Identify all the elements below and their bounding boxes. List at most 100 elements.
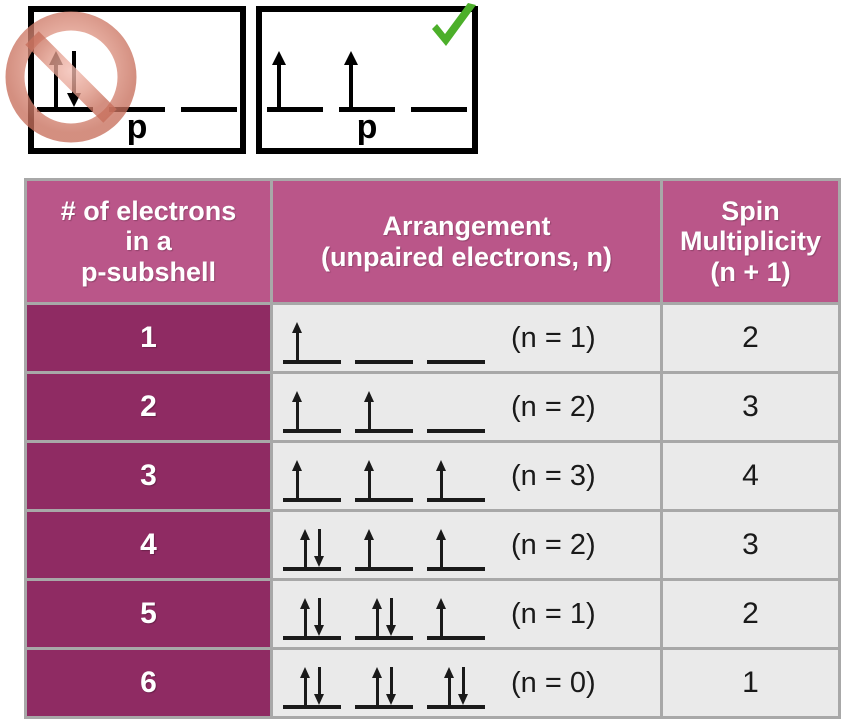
table-row: 6 (n = 0) 1 xyxy=(24,647,841,719)
orbital-diagram xyxy=(283,381,485,433)
electron-arrow-pair xyxy=(427,529,493,567)
table-header-row: # of electrons in a p-subshell Arrangeme… xyxy=(24,178,841,305)
table-row: 3(n = 3)4 xyxy=(24,440,841,512)
orbital-slot xyxy=(283,450,341,502)
electron-arrow-pair xyxy=(37,51,93,107)
orbital-slot xyxy=(427,381,485,433)
spin-up-arrow-icon xyxy=(48,51,64,107)
orbital-line xyxy=(181,107,237,112)
orbital-slot xyxy=(355,381,413,433)
orbital-slot xyxy=(355,657,413,709)
orbital-line xyxy=(411,107,467,112)
cell-spin-multiplicity: 4 xyxy=(660,440,841,512)
table-row: 1(n = 1)2 xyxy=(24,302,841,374)
spin-down-arrow-icon xyxy=(385,598,398,636)
electron-arrow-pair xyxy=(283,598,341,636)
orbital-slot xyxy=(339,34,395,112)
cell-spin-multiplicity: 2 xyxy=(660,302,841,374)
spin-up-arrow-icon xyxy=(371,598,384,636)
cell-spin-multiplicity: 3 xyxy=(660,509,841,581)
spin-up-arrow-icon xyxy=(371,667,384,705)
electron-arrow-pair xyxy=(283,460,349,498)
cell-electron-count: 4 xyxy=(24,509,273,581)
spin-up-arrow-icon xyxy=(435,529,448,567)
spin-down-arrow-icon xyxy=(385,667,398,705)
orbital-line xyxy=(355,705,413,709)
spin-multiplicity-table: # of electrons in a p-subshell Arrangeme… xyxy=(24,178,841,719)
subshell-label: p xyxy=(126,108,148,146)
orbital-line xyxy=(355,429,413,433)
orbital-slot xyxy=(283,381,341,433)
unpaired-electron-label: (n = 2) xyxy=(511,390,596,423)
orbital-slot xyxy=(427,450,485,502)
orbital-slot xyxy=(427,519,485,571)
electron-arrow-pair xyxy=(355,667,413,705)
orbital-diagram xyxy=(283,588,485,640)
spin-up-arrow-icon xyxy=(443,667,456,705)
unpaired-electron-label: (n = 0) xyxy=(511,666,596,699)
spin-up-arrow-icon xyxy=(271,51,287,107)
orbital-line xyxy=(283,567,341,571)
orbital-line xyxy=(427,567,485,571)
orbital-diagram xyxy=(283,657,485,709)
cell-spin-multiplicity: 3 xyxy=(660,371,841,443)
orbital-line xyxy=(427,498,485,502)
spin-up-arrow-icon xyxy=(291,391,304,429)
spin-up-arrow-icon xyxy=(299,529,312,567)
orbital-slot xyxy=(355,312,413,364)
electron-arrow-pair xyxy=(267,51,327,107)
cell-electron-count: 6 xyxy=(24,647,273,719)
orbital-line xyxy=(109,107,165,112)
cell-spin-multiplicity: 1 xyxy=(660,647,841,719)
orbital-diagram xyxy=(283,312,485,364)
spin-up-arrow-icon xyxy=(363,391,376,429)
header-electron-count: # of electrons in a p-subshell xyxy=(24,178,273,305)
cell-arrangement: (n = 1) xyxy=(270,302,663,374)
electron-arrow-pair xyxy=(283,322,349,360)
electron-arrow-pair xyxy=(283,667,341,705)
orbital-slot xyxy=(355,450,413,502)
spin-up-arrow-icon xyxy=(291,460,304,498)
orbital-line xyxy=(355,636,413,640)
spin-up-arrow-icon xyxy=(363,529,376,567)
orbital-line xyxy=(355,360,413,364)
orbital-line xyxy=(339,107,395,112)
table-row: 4 (n = 2) 3 xyxy=(24,509,841,581)
spin-up-arrow-icon xyxy=(435,598,448,636)
spin-up-arrow-icon xyxy=(435,460,448,498)
spin-up-arrow-icon xyxy=(299,667,312,705)
cell-spin-multiplicity: 2 xyxy=(660,578,841,650)
spin-down-arrow-icon xyxy=(313,598,326,636)
orbital-slot xyxy=(283,588,341,640)
header-line: (n + 1) xyxy=(710,256,791,287)
header-arrangement: Arrangement (unpaired electrons, n) xyxy=(270,178,663,305)
incorrect-configuration-box: p xyxy=(28,6,246,154)
orbital-slot xyxy=(427,657,485,709)
spin-down-arrow-icon xyxy=(66,51,82,107)
cell-arrangement: (n = 3) xyxy=(270,440,663,512)
orbital-comparison-illustration: p xyxy=(0,0,860,170)
orbital-line xyxy=(283,636,341,640)
orbital-diagram xyxy=(283,450,485,502)
orbital-diagram-incorrect xyxy=(34,34,240,112)
cell-electron-count: 2 xyxy=(24,371,273,443)
spin-up-arrow-icon xyxy=(291,322,304,360)
orbital-line xyxy=(427,360,485,364)
orbital-slot xyxy=(355,588,413,640)
orbital-diagram-correct xyxy=(262,34,472,112)
orbital-slot xyxy=(109,34,165,112)
orbital-slot xyxy=(355,519,413,571)
electron-arrow-pair xyxy=(355,529,421,567)
orbital-line xyxy=(283,429,341,433)
table-row: 5(n = 1)2 xyxy=(24,578,841,650)
orbital-slot xyxy=(283,312,341,364)
unpaired-electron-label: (n = 1) xyxy=(511,321,596,354)
orbital-slot xyxy=(427,312,485,364)
header-line: in a xyxy=(125,226,172,257)
cell-electron-count: 5 xyxy=(24,578,273,650)
spin-down-arrow-icon xyxy=(313,667,326,705)
unpaired-electron-label: (n = 2) xyxy=(511,528,596,561)
orbital-line xyxy=(427,636,485,640)
orbital-line xyxy=(427,705,485,709)
